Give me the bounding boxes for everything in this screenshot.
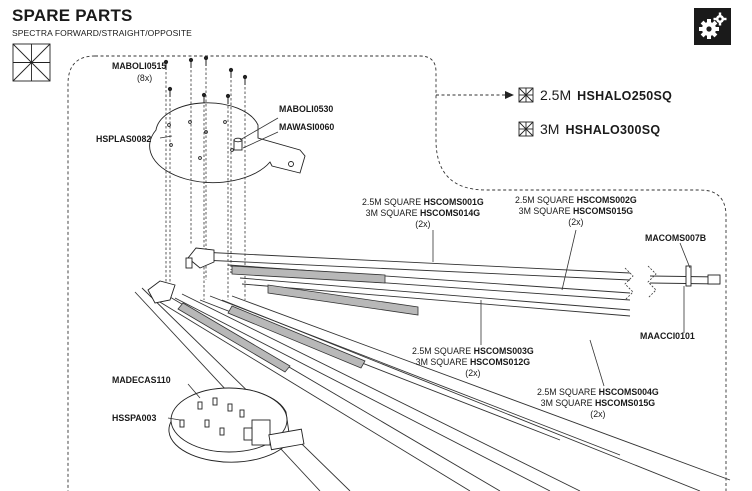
arm-break	[624, 265, 657, 301]
page-subtitle: SPECTRA FORWARD/STRAIGHT/OPPOSITE	[12, 28, 192, 38]
kit-250-code: HSHALO250SQ	[577, 89, 673, 103]
arm-4-code-1: HSCOMS004G	[598, 387, 659, 397]
screws-qty: (8x)	[137, 73, 153, 83]
kit-300: 3M HSHALO300SQ	[540, 121, 660, 137]
kit-300-size: 3M	[540, 121, 560, 137]
arm-2-qty: (2x)	[568, 217, 584, 227]
caster-code: MADECAS110	[112, 375, 171, 385]
upper-hub	[185, 247, 215, 269]
arm-label-4: 2.5M SQUARE HSCOMS004G 3M SQUARE HSCOMS0…	[537, 387, 659, 420]
arm-1-code-2: HSCOMS014G	[419, 208, 481, 218]
arm-label-3: 2.5M SQUARE HSCOMS003G 3M SQUARE HSCOMS0…	[412, 346, 534, 379]
bottom-plate	[168, 387, 291, 463]
arm-4-prefix-1: 2.5M SQUARE	[537, 387, 599, 397]
screws-code: MABOLI0515	[112, 61, 167, 71]
kit-shade-icon-300	[518, 121, 534, 137]
bottom-plate-code: HSSPA003	[112, 413, 157, 423]
arm-4-qty: (2x)	[590, 409, 606, 419]
kit-250: 2.5M HSHALO250SQ	[540, 87, 672, 103]
top-plate-code: HSPLAS0082	[96, 134, 152, 144]
arm-1-qty: (2x)	[415, 219, 431, 229]
top-bolt-code: MABOLI0530	[279, 104, 334, 114]
arm-label-2: 2.5M SQUARE HSCOMS002G 3M SQUARE HSCOMS0…	[515, 195, 637, 228]
lower-hub	[147, 280, 176, 304]
arm-2-prefix-2: 3M SQUARE	[518, 206, 573, 216]
kit-shade-icon-250	[518, 87, 534, 103]
arm-1-prefix-1: 2.5M SQUARE	[362, 197, 424, 207]
kit-250-size: 2.5M	[540, 87, 572, 103]
arm-3-qty: (2x)	[465, 368, 481, 378]
arm-3-code-1: HSCOMS003G	[473, 346, 534, 356]
kit-arrow-head	[505, 91, 514, 99]
clip-code: MAACCI0101	[640, 331, 695, 341]
top-bolt	[233, 137, 243, 151]
lower-arms	[134, 287, 731, 491]
arm-3-prefix-1: 2.5M SQUARE	[412, 346, 474, 356]
arm-3-code-2: HSCOMS012G	[469, 357, 531, 367]
arm-1-code-1: HSCOMS001G	[423, 197, 484, 207]
assembly-outline	[67, 55, 727, 491]
arm-4-prefix-2: 3M SQUARE	[540, 398, 595, 408]
arm-label-1: 2.5M SQUARE HSCOMS001G 3M SQUARE HSCOMS0…	[362, 197, 484, 230]
top-plate	[149, 102, 306, 184]
arm-3-prefix-2: 3M SQUARE	[415, 357, 470, 367]
kit-300-code: HSHALO300SQ	[565, 123, 661, 137]
arm-2-prefix-1: 2.5M SQUARE	[515, 195, 577, 205]
page-title: SPARE PARTS	[12, 6, 133, 25]
arm-1-prefix-2: 3M SQUARE	[365, 208, 420, 218]
end-cap	[685, 265, 721, 287]
square-shade-icon	[12, 43, 51, 82]
arm-sleeves	[231, 265, 419, 316]
arm-2-code-1: HSCOMS002G	[576, 195, 637, 205]
upper-arms	[199, 251, 721, 317]
arm-2-code-2: HSCOMS015G	[572, 206, 634, 216]
screws	[163, 55, 248, 104]
gears-icon	[694, 8, 731, 45]
bottom-bracket	[243, 419, 305, 451]
lower-arm-sleeves	[177, 302, 366, 373]
washer-code: MAWASI0060	[279, 122, 335, 132]
end-cap-code: MACOMS007B	[645, 233, 707, 243]
arm-4-code-2: HSCOMS015G	[594, 398, 656, 408]
